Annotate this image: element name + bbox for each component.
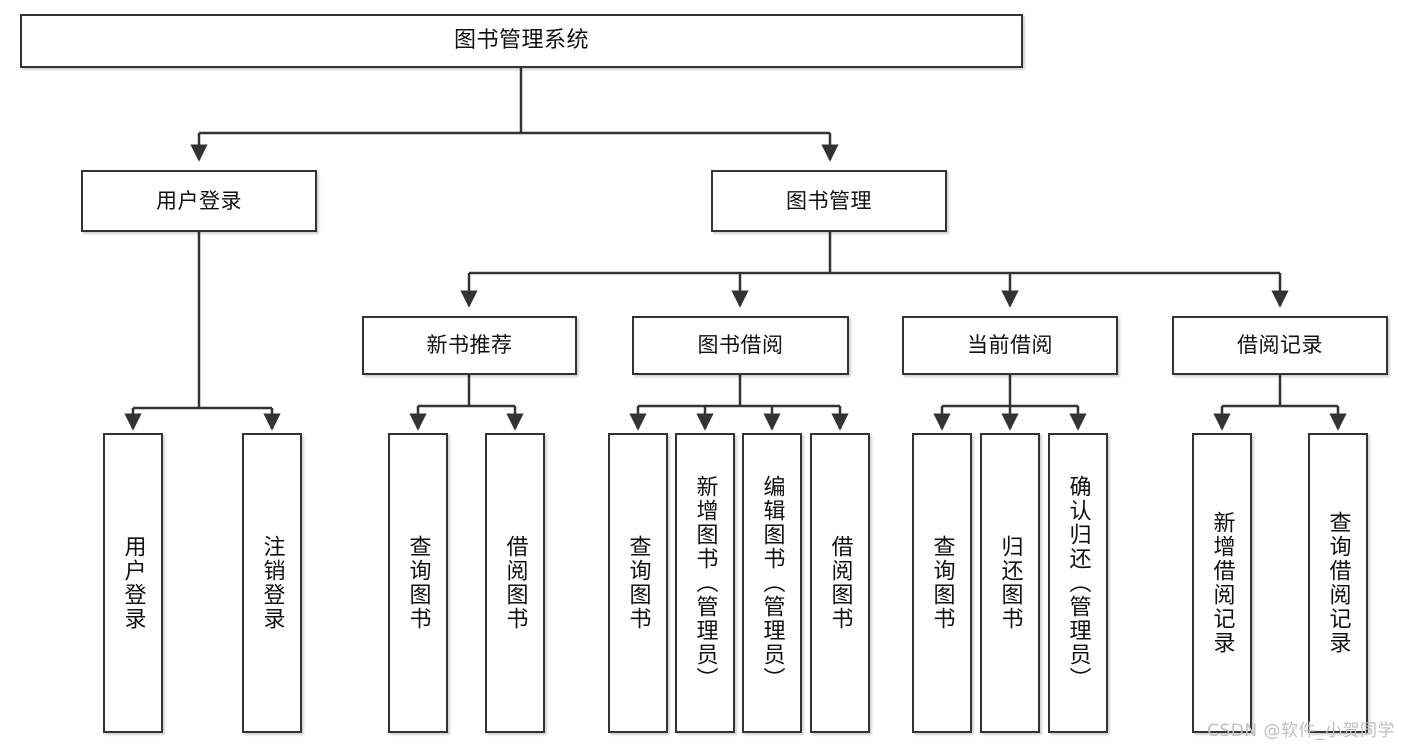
node-book-manage[interactable]: 图书管理 (711, 170, 947, 232)
node-label: 借阅图书 (827, 535, 853, 631)
node-label: 借阅记录 (1237, 333, 1323, 358)
node-label: 新书推荐 (426, 333, 513, 358)
leaf-add-borrow-record[interactable]: 新增借阅记录 (1192, 433, 1252, 733)
node-label: 图书管理系统 (453, 28, 589, 54)
watermark: CSDN @软件_小贺同学 (1207, 721, 1395, 741)
node-label: 用户登录 (120, 535, 146, 631)
node-label: 确认归还（管理员） (1065, 475, 1091, 691)
node-label: 查询借阅记录 (1325, 511, 1351, 655)
node-label: 查询图书 (405, 535, 431, 631)
node-label: 用户登录 (156, 188, 242, 213)
node-label: 图书管理 (786, 188, 872, 213)
leaf-edit-book[interactable]: 编辑图书（管理员） (742, 433, 802, 733)
leaf-return-book[interactable]: 归还图书 (980, 433, 1040, 733)
node-current-borrow[interactable]: 当前借阅 (902, 316, 1118, 375)
node-label: 编辑图书（管理员） (759, 475, 785, 691)
leaf-borrow-book-recommend[interactable]: 借阅图书 (485, 433, 545, 733)
node-label: 归还图书 (997, 535, 1023, 631)
leaf-query-book-borrow[interactable]: 查询图书 (608, 433, 668, 733)
node-borrow-record[interactable]: 借阅记录 (1172, 316, 1388, 375)
leaf-logout-login[interactable]: 注销登录 (242, 433, 302, 733)
node-label: 图书借阅 (697, 333, 784, 358)
node-label: 查询图书 (625, 535, 651, 631)
leaf-confirm-return[interactable]: 确认归还（管理员） (1048, 433, 1108, 733)
node-label: 借阅图书 (502, 535, 528, 631)
leaf-add-book[interactable]: 新增图书（管理员） (675, 433, 735, 733)
leaf-query-book-recommend[interactable]: 查询图书 (388, 433, 448, 733)
node-new-book-recommend[interactable]: 新书推荐 (362, 316, 577, 375)
node-book-borrow[interactable]: 图书借阅 (632, 316, 849, 375)
leaf-borrow-book[interactable]: 借阅图书 (810, 433, 870, 733)
node-label: 查询图书 (929, 535, 955, 631)
leaf-query-borrow-record[interactable]: 查询借阅记录 (1308, 433, 1368, 733)
node-label: 新增图书（管理员） (692, 475, 718, 691)
node-user-login[interactable]: 用户登录 (81, 170, 317, 232)
leaf-query-book-current[interactable]: 查询图书 (912, 433, 972, 733)
node-root-book-management-system[interactable]: 图书管理系统 (20, 14, 1023, 68)
node-label: 注销登录 (259, 535, 285, 631)
leaf-user-login[interactable]: 用户登录 (103, 433, 163, 733)
node-label: 当前借阅 (967, 333, 1053, 358)
node-label: 新增借阅记录 (1209, 511, 1235, 655)
